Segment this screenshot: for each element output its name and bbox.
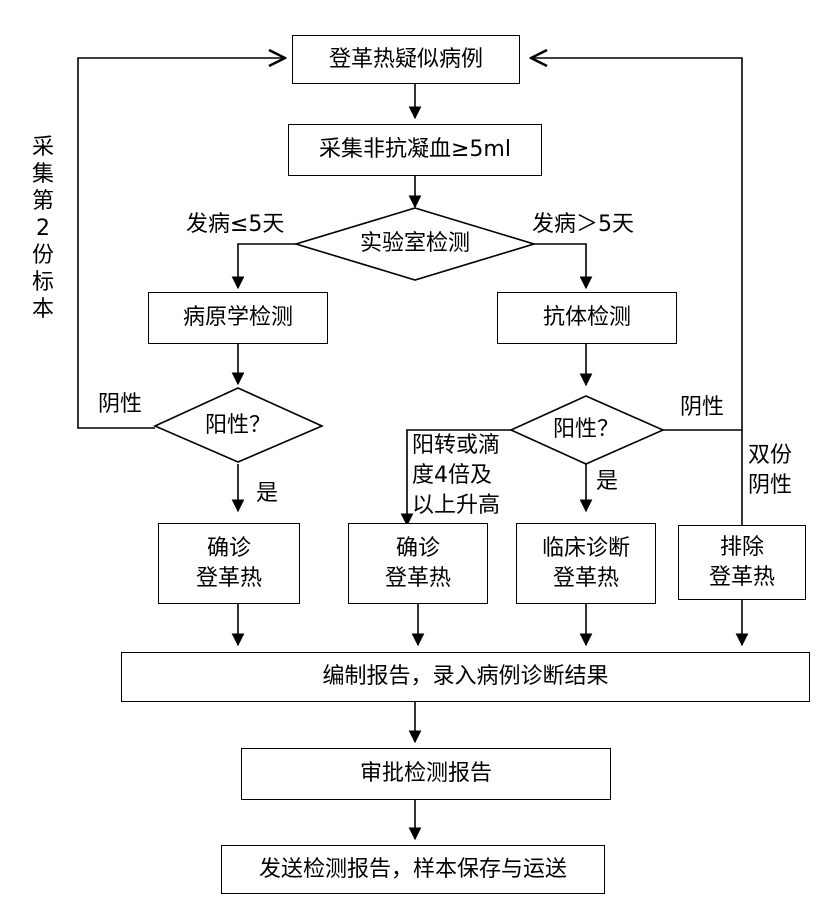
box-confirm-mid-line2: 登革热 xyxy=(384,565,451,591)
box-confirm-mid: 确诊 登革热 xyxy=(348,523,488,604)
label-double-negative-line2: 阴性 xyxy=(748,473,793,498)
box-confirm-left-line2: 登革热 xyxy=(195,565,262,591)
arrow-left-negative-loop xyxy=(77,58,285,429)
arrow-lab-to-antibody xyxy=(534,243,593,290)
label-collect-second-sample-char: 2 xyxy=(36,216,50,241)
box-suspected-case-text: 登革热疑似病例 xyxy=(328,46,483,72)
box-suspected-case: 登革热疑似病例 xyxy=(292,35,520,84)
label-double-negative-line1: 双份 xyxy=(748,443,793,468)
decision-positive-right-text: 阳性？ xyxy=(552,417,619,442)
label-onset-le5: 发病≤5天 xyxy=(186,212,285,237)
label-yes-right: 是 xyxy=(596,469,619,494)
label-seroconversion-line3: 以上升高 xyxy=(412,493,501,518)
decision-positive-left xyxy=(153,387,324,463)
box-send-report-text: 发送检测报告，样本保存与运送 xyxy=(258,856,567,882)
label-negative-left: 阴性 xyxy=(98,392,143,417)
box-approve-report: 审批检测报告 xyxy=(241,748,611,800)
label-seroconversion-line1: 阳转或滴 xyxy=(412,433,501,458)
box-antibody-test-text: 抗体检测 xyxy=(542,305,631,330)
label-collect-second-sample-char: 本 xyxy=(31,297,54,322)
box-confirm-left: 确诊 登革热 xyxy=(158,523,300,604)
decision-positive-left-text: 阳性？ xyxy=(204,413,271,438)
box-clinical-diagnosis-line2: 登革热 xyxy=(552,565,619,591)
decision-lab-test-text: 实验室检测 xyxy=(359,231,470,256)
box-pathogen-test: 病原学检测 xyxy=(148,292,328,344)
label-collect-second-sample-char: 份 xyxy=(31,243,54,268)
arrow-positive-to-confirm-mid xyxy=(400,429,511,527)
box-confirm-mid-line1: 确诊 xyxy=(395,535,440,561)
box-exclude-line2: 登革热 xyxy=(708,564,775,590)
box-antibody-test: 抗体检测 xyxy=(497,292,677,344)
label-yes-left: 是 xyxy=(256,481,279,506)
box-approve-report-text: 审批检测报告 xyxy=(359,761,492,786)
box-exclude: 排除 登革热 xyxy=(678,525,806,600)
box-exclude-line1: 排除 xyxy=(719,534,764,560)
box-compile-report: 编制报告，录入病例诊断结果 xyxy=(121,652,810,702)
box-confirm-left-line1: 确诊 xyxy=(206,535,251,561)
label-seroconversion-line2: 度4倍及 xyxy=(412,463,492,488)
label-collect-second-sample-char: 集 xyxy=(31,162,54,187)
label-collect-second-sample-char: 第 xyxy=(31,189,54,214)
decision-positive-right xyxy=(509,395,665,465)
box-clinical-diagnosis: 临床诊断 登革热 xyxy=(516,523,656,604)
box-pathogen-test-text: 病原学检测 xyxy=(182,305,293,330)
label-onset-gt5: 发病＞5天 xyxy=(532,212,634,237)
arrow-right-negative-loop xyxy=(531,58,743,431)
label-negative-right: 阴性 xyxy=(680,395,725,420)
box-clinical-diagnosis-line1: 临床诊断 xyxy=(541,535,630,561)
box-compile-report-text: 编制报告，录入病例诊断结果 xyxy=(322,664,609,689)
box-collect-blood-text: 采集非抗凝血≥5ml xyxy=(319,137,511,162)
decision-lab-test xyxy=(293,207,537,281)
box-send-report: 发送检测报告，样本保存与运送 xyxy=(221,845,605,894)
label-collect-second-sample-char: 采 xyxy=(31,135,54,160)
box-collect-blood: 采集非抗凝血≥5ml xyxy=(288,124,542,176)
label-collect-second-sample-char: 标 xyxy=(31,270,54,295)
arrow-lab-to-pathogen xyxy=(231,243,296,290)
label-collect-second-sample: 采 集 第 2 份 标 本 xyxy=(30,134,56,323)
